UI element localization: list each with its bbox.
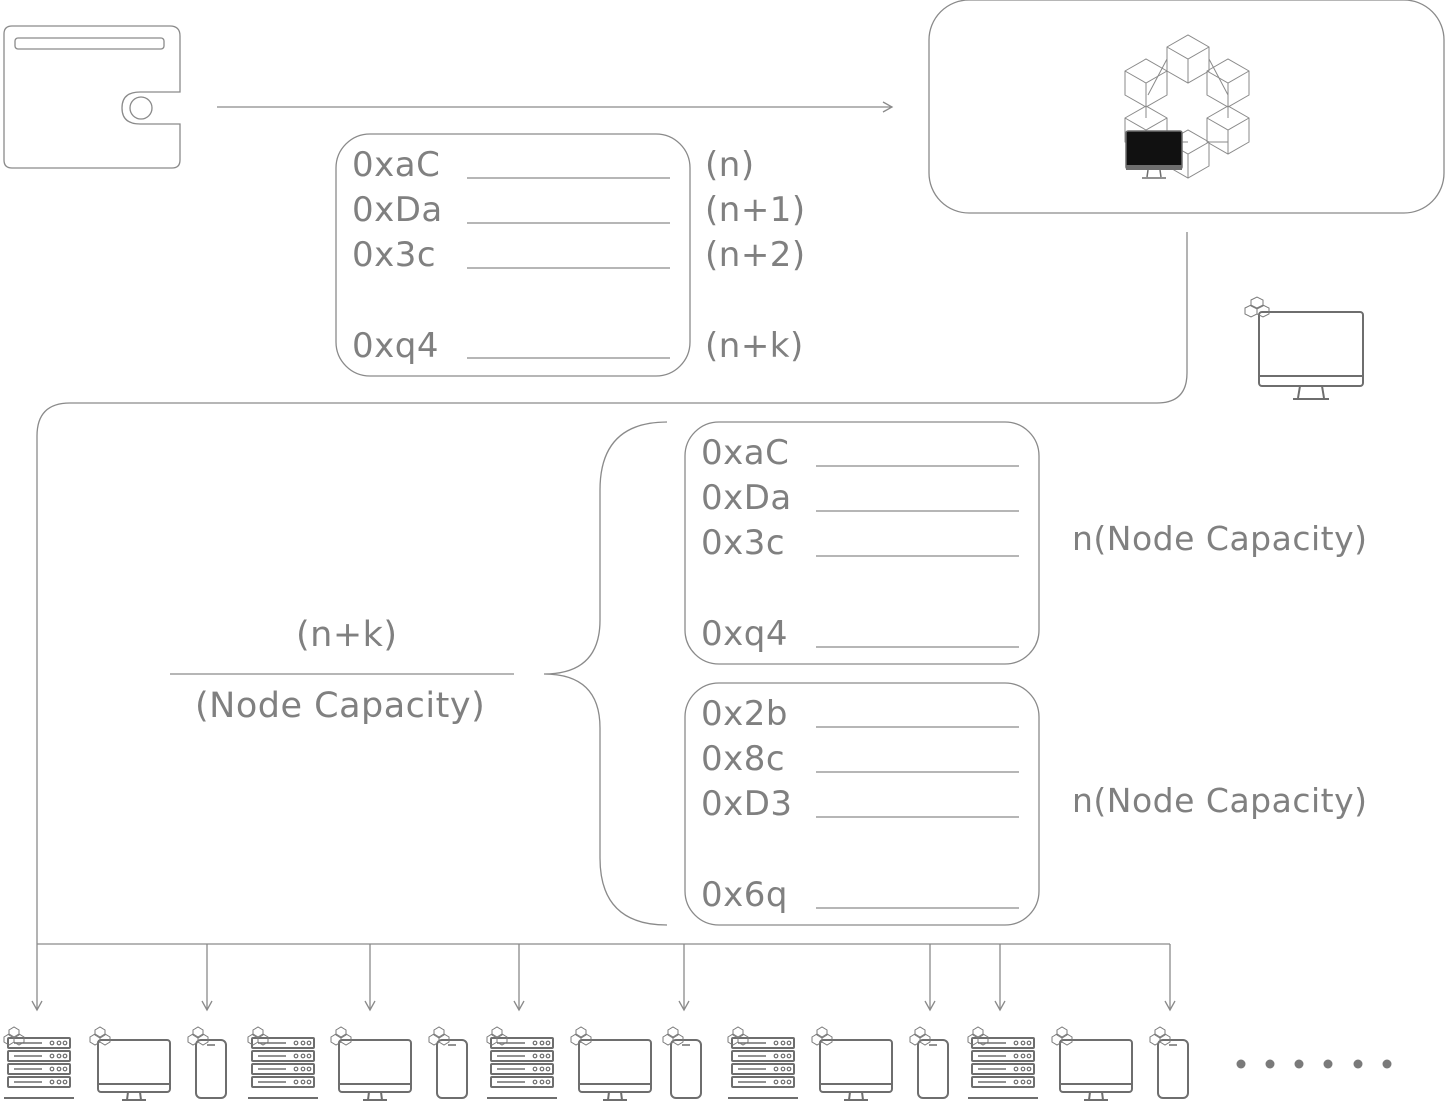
server-node-icon: [247, 1026, 318, 1099]
batch2-address-4: 0x6q: [701, 875, 788, 915]
batch1-address-2: 0xDa: [701, 478, 792, 518]
batch1-address-4: 0xq4: [701, 614, 788, 654]
wallet-icon: [3, 25, 181, 169]
batch2-address-1: 0x2b: [701, 694, 788, 734]
network-output-connector: [31, 232, 1188, 1012]
phone-node-icon: [909, 1026, 949, 1099]
monitor-node-icon: [570, 1026, 652, 1101]
batch1-address-3: 0x3c: [701, 523, 786, 563]
distribution-arrows: [201, 944, 1176, 1012]
active-node-monitor-icon: [1125, 130, 1183, 179]
tx-address-1: 0xaC: [352, 145, 441, 185]
fraction-denominator: (Node Capacity): [195, 686, 486, 726]
phone-node-icon: [428, 1026, 468, 1099]
batch1-address-1: 0xaC: [701, 433, 790, 473]
network-box: [928, 0, 1445, 214]
monitor-node-icon: [1244, 296, 1364, 400]
tx-address-4: 0xq4: [352, 326, 439, 366]
ellipsis-icon: [1236, 1059, 1392, 1069]
batch2-address-3: 0xD3: [701, 784, 793, 824]
monitor-node-icon: [330, 1026, 412, 1101]
tx-index-2: (n+1): [705, 190, 806, 230]
server-node-icon: [727, 1026, 798, 1099]
phone-node-icon: [187, 1026, 227, 1099]
tx-queue-lines: [467, 177, 670, 359]
batch-box-1: [684, 421, 1040, 665]
phone-node-icon: [662, 1026, 702, 1099]
monitor-node-icon: [89, 1026, 171, 1101]
monitor-node-icon: [811, 1026, 893, 1101]
batch2-capacity-label: n(Node Capacity): [1072, 781, 1368, 820]
batch-brace: [543, 421, 668, 926]
tx-index-3: (n+2): [705, 235, 806, 275]
batch1-capacity-label: n(Node Capacity): [1072, 519, 1368, 558]
server-node-icon: [967, 1026, 1038, 1099]
monitor-node-icon: [1051, 1026, 1133, 1101]
batch-box-2: [684, 682, 1040, 926]
tx-index-4: (n+k): [705, 326, 804, 366]
tx-address-2: 0xDa: [352, 190, 443, 230]
server-node-icon: [486, 1026, 557, 1099]
tx-index-1: (n): [705, 145, 755, 185]
batch2-address-2: 0x8c: [701, 739, 786, 779]
tx-queue-box: [335, 133, 691, 377]
fraction-numerator: (n+k): [296, 615, 398, 655]
batch-lines: [816, 465, 1019, 909]
phone-node-icon: [1149, 1026, 1189, 1099]
server-node-icon: [3, 1026, 74, 1099]
tx-address-3: 0x3c: [352, 235, 437, 275]
